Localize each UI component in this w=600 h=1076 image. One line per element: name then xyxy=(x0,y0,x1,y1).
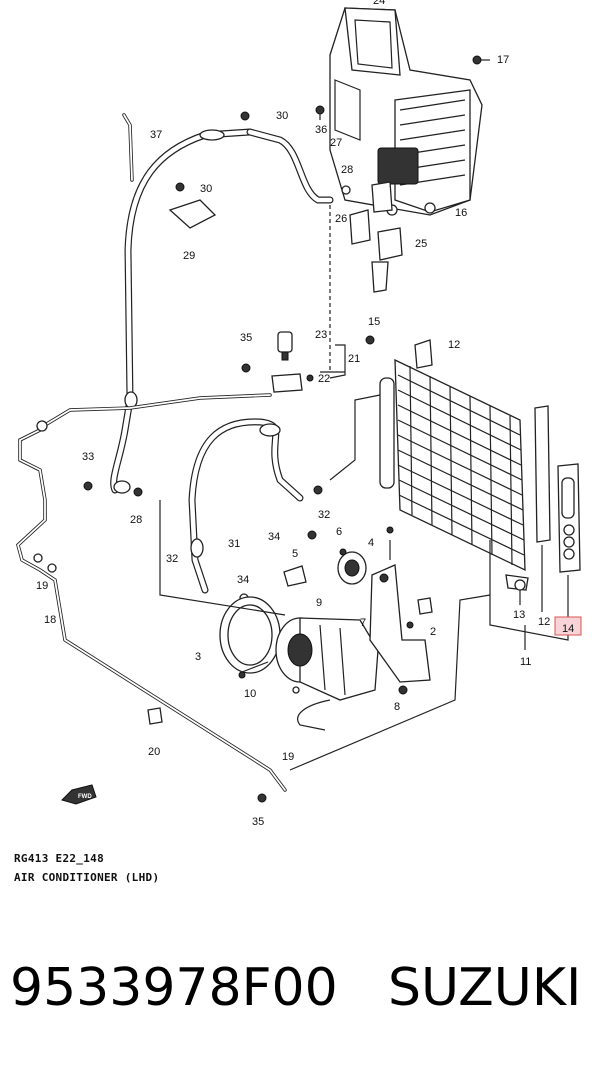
expansion-valve xyxy=(341,185,403,293)
bolt-36 xyxy=(315,105,325,120)
callout-35: 35 xyxy=(252,816,264,828)
callout-19: 19 xyxy=(36,580,48,592)
callout-8: 8 xyxy=(394,701,400,713)
idler-pulley xyxy=(337,548,367,585)
evaporator-unit xyxy=(329,7,483,216)
exploded-parts-diagram: FWD 241737303627283016262925352315122122… xyxy=(16,0,582,828)
bracket-7 xyxy=(369,526,433,683)
callout-30: 30 xyxy=(276,110,288,122)
callout-24: 24 xyxy=(373,0,385,7)
diagram-code: RG413 E22_148 xyxy=(14,852,104,865)
callout-29: 29 xyxy=(183,250,195,262)
callout-23: 23 xyxy=(315,329,327,341)
callout-12: 12 xyxy=(448,339,460,351)
callout-16: 16 xyxy=(455,207,467,219)
callout-37: 37 xyxy=(150,129,162,141)
callout-13: 13 xyxy=(513,609,525,621)
condenser xyxy=(365,335,529,591)
callout-3: 3 xyxy=(195,651,201,663)
suction-hose xyxy=(110,128,334,494)
callout-15: 15 xyxy=(368,316,380,328)
callout-7: 7 xyxy=(360,617,366,629)
callout-11: 11 xyxy=(520,656,531,668)
pressure-switch xyxy=(271,331,314,393)
part-number: 9533978F00 xyxy=(10,958,338,1018)
callout-26: 26 xyxy=(335,213,347,225)
callout-2: 2 xyxy=(430,626,436,638)
callout-18: 18 xyxy=(44,614,56,626)
callout-21: 21 xyxy=(348,353,360,365)
callout-6: 6 xyxy=(336,526,342,538)
callout-33: 33 xyxy=(82,451,94,463)
desiccant-kit xyxy=(557,463,581,573)
callout-10: 10 xyxy=(244,688,256,700)
liquid-pipe-18 xyxy=(16,393,287,792)
callout-32: 32 xyxy=(166,553,178,565)
callout-9: 9 xyxy=(316,597,322,609)
callout-22: 22 xyxy=(318,373,330,385)
callout-35: 35 xyxy=(240,332,252,344)
bolts xyxy=(83,363,408,803)
callout-17: 17 xyxy=(497,54,509,66)
callout-34: 34 xyxy=(237,574,249,586)
callout-5: 5 xyxy=(292,548,298,560)
compressor xyxy=(219,596,379,731)
brand-name: SUZUKI xyxy=(388,958,582,1018)
callout-25: 25 xyxy=(415,238,427,250)
callout-28: 28 xyxy=(341,164,353,176)
callout-34: 34 xyxy=(268,531,280,543)
side-seal xyxy=(534,405,551,543)
fwd-label: FWD xyxy=(78,794,92,800)
callout-4: 4 xyxy=(368,537,374,549)
callout-36: 36 xyxy=(315,124,327,136)
callout-32: 32 xyxy=(318,509,330,521)
callout-30: 30 xyxy=(200,183,212,195)
clamp-5 xyxy=(283,565,307,587)
bracket-29 xyxy=(168,111,250,229)
highlight-box xyxy=(554,616,582,636)
callout-19: 19 xyxy=(282,751,294,763)
callout-14: 14 xyxy=(562,623,574,635)
callout-28: 28 xyxy=(130,514,142,526)
rod-37 xyxy=(122,113,134,182)
fwd-arrow: FWD xyxy=(61,784,97,805)
callout-31: 31 xyxy=(228,538,240,550)
diagram-title: AIR CONDITIONER (LHD) xyxy=(14,871,160,884)
callout-27: 27 xyxy=(330,137,342,149)
screw-17 xyxy=(472,55,490,65)
callout-12: 12 xyxy=(538,616,550,628)
callout-20: 20 xyxy=(148,746,160,758)
